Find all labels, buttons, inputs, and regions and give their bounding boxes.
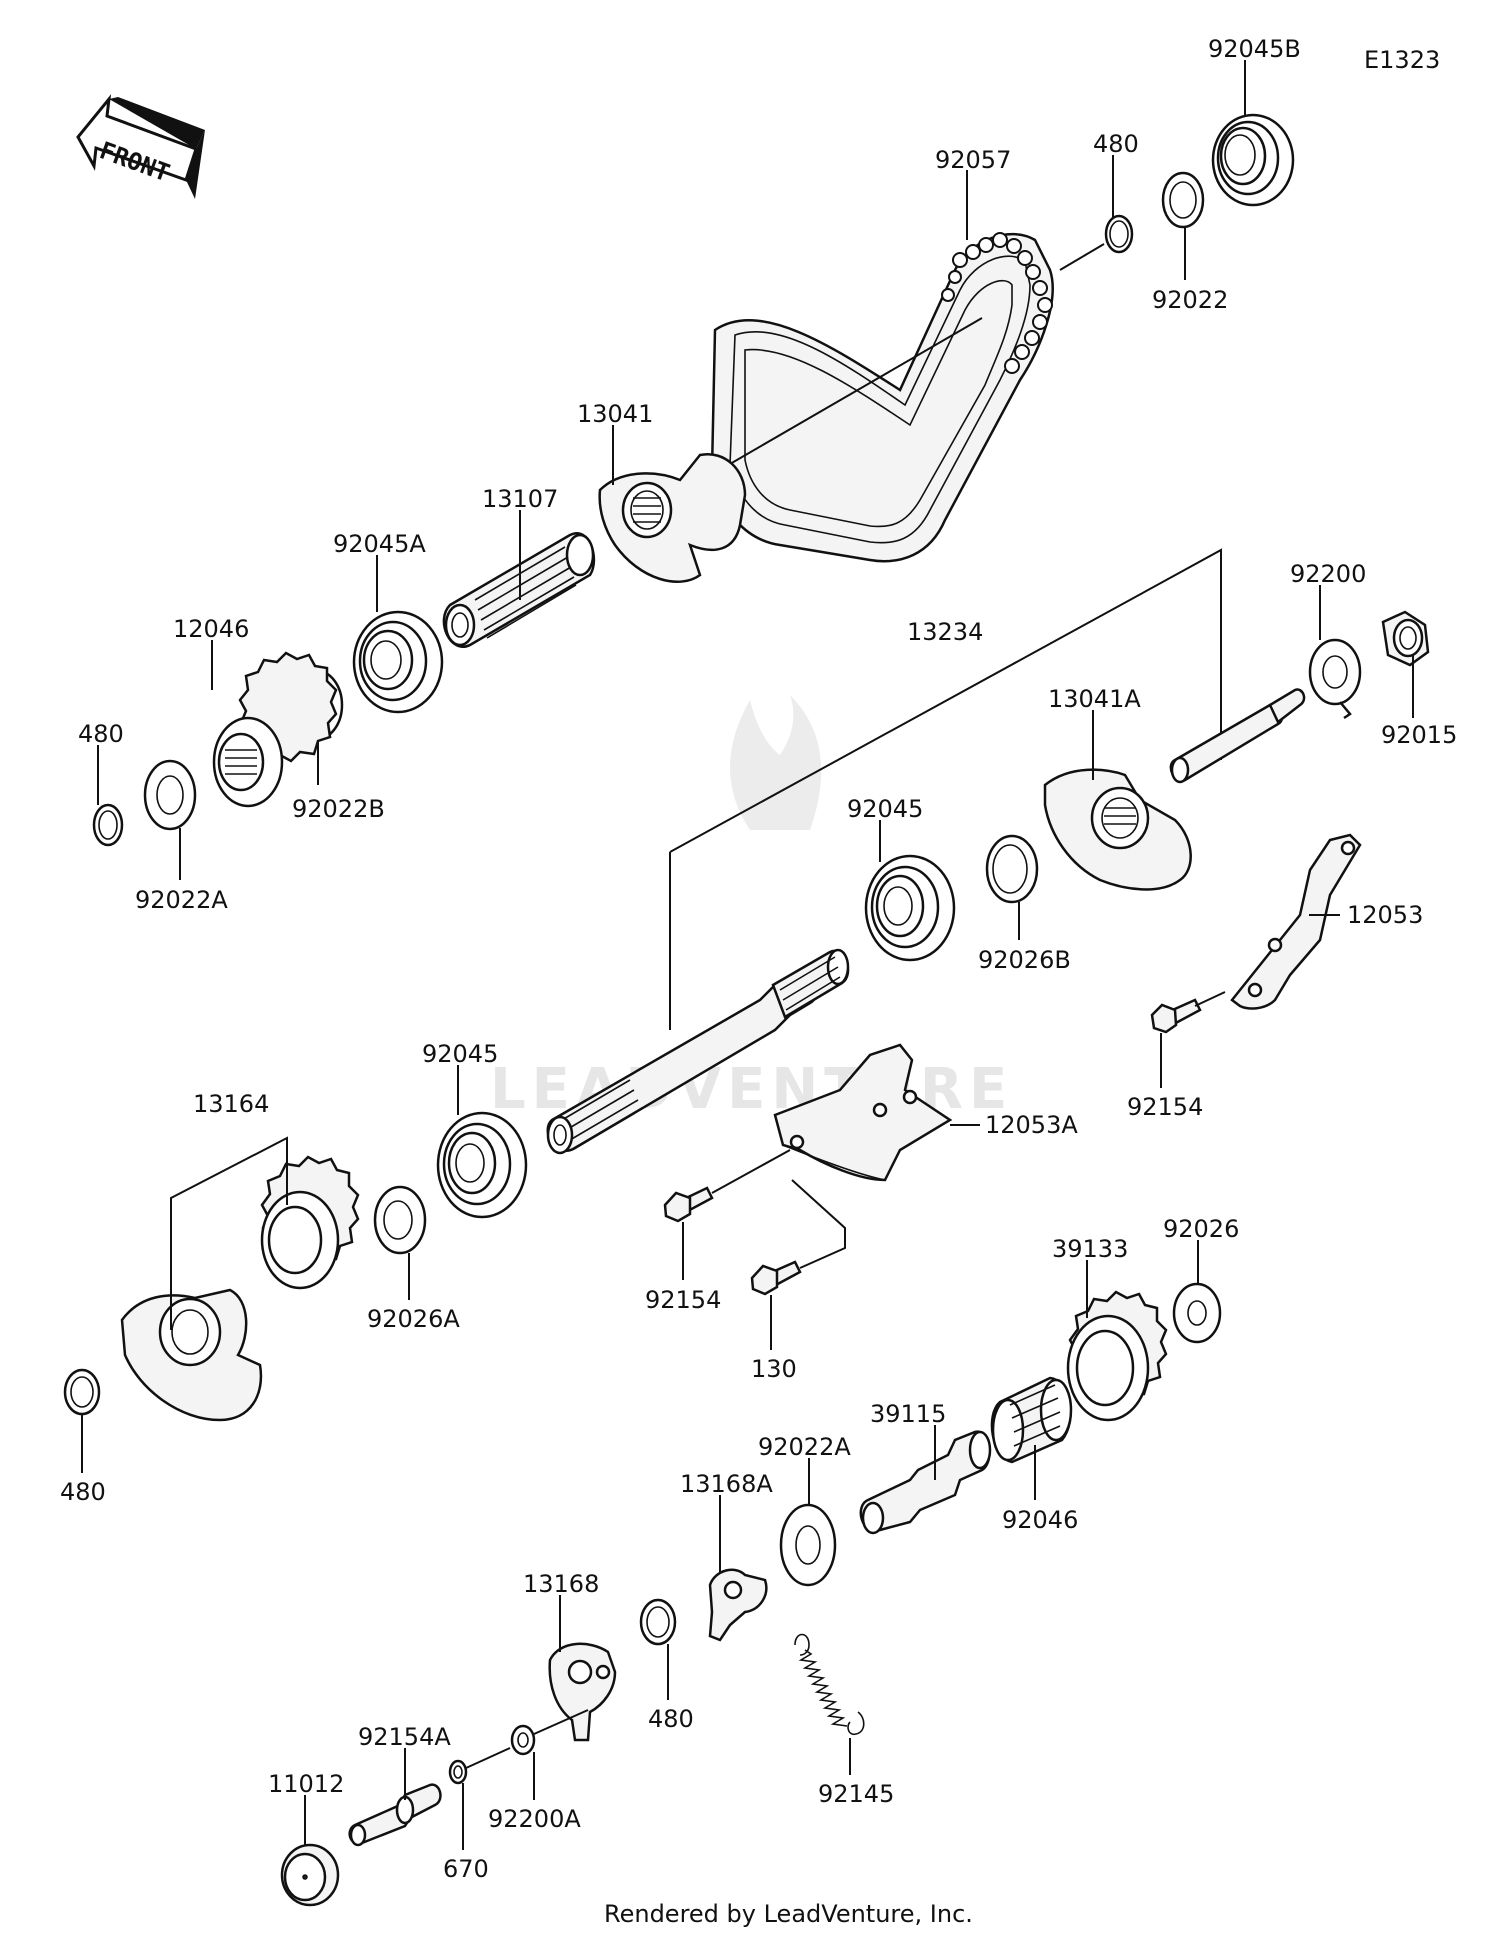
washer-92200A	[510, 1724, 536, 1756]
label-92046: 92046	[1002, 1506, 1078, 1534]
label-92026A: 92026A	[367, 1305, 460, 1333]
label-92015: 92015	[1381, 721, 1457, 749]
label-12053A: 12053A	[985, 1111, 1078, 1139]
label-13164: 13164	[193, 1090, 269, 1118]
pin-rod	[1169, 688, 1306, 784]
sprocket-13164	[260, 1155, 360, 1290]
label-92154-mid: 92154	[645, 1286, 721, 1314]
washer-92022	[1161, 171, 1205, 229]
label-92045A: 92045A	[333, 530, 426, 558]
label-92026B: 92026B	[978, 946, 1071, 974]
collar-92026B	[985, 834, 1039, 904]
label-11012: 11012	[268, 1770, 344, 1798]
bracket-12053	[1230, 833, 1362, 1010]
label-13234: 13234	[907, 618, 983, 646]
main-shaft-13234	[546, 948, 850, 1155]
label-39115: 39115	[870, 1400, 946, 1428]
bolt-92154-right	[1150, 991, 1226, 1034]
label-92057: 92057	[935, 146, 1011, 174]
bolt-92154-mid	[663, 1149, 791, 1223]
washer-92022A-left	[143, 759, 197, 831]
collar-92026A	[373, 1185, 427, 1255]
label-92200: 92200	[1290, 560, 1366, 588]
chain-92057	[710, 232, 1054, 563]
label-13041: 13041	[577, 400, 653, 428]
label-670: 670	[443, 1855, 489, 1883]
shaft-39115	[859, 1430, 992, 1535]
label-13168A: 13168A	[680, 1470, 773, 1498]
front-arrow-icon: FRONT	[76, 94, 205, 199]
label-92145: 92145	[818, 1780, 894, 1808]
cam-13041A	[1043, 768, 1192, 891]
bracket-12053A	[773, 1043, 953, 1182]
lock-washer-92200	[1308, 638, 1362, 720]
label-480-bottomleft: 480	[60, 1478, 106, 1506]
label-92026: 92026	[1163, 1215, 1239, 1243]
label-480-bottom: 480	[648, 1705, 694, 1733]
part-labels: 92045B 92057 480 92022 13041 13107 92045…	[60, 35, 1457, 1883]
label-92045B: 92045B	[1208, 35, 1301, 63]
circlip-480-top	[1104, 214, 1134, 254]
label-480-top: 480	[1093, 130, 1139, 158]
footer-credit: Rendered by LeadVenture, Inc.	[604, 1900, 973, 1928]
label-92022: 92022	[1152, 286, 1228, 314]
needle-bearing-92046	[990, 1376, 1073, 1464]
cam-13041	[598, 452, 747, 583]
sprocket-12046	[212, 651, 338, 808]
bearing-92045-lower	[436, 1111, 528, 1219]
bearing-92045-upper	[864, 854, 956, 962]
bearing-92045B	[1211, 113, 1295, 207]
spring-92145	[794, 1633, 865, 1736]
label-92022B: 92022B	[292, 795, 385, 823]
cap-11012	[280, 1843, 340, 1907]
washer-92026	[1172, 1282, 1222, 1344]
diagram-code: E1323	[1364, 46, 1440, 74]
washer-670	[448, 1759, 468, 1785]
sprocket-39133	[1066, 1290, 1168, 1422]
lever-13168	[548, 1642, 617, 1742]
circlip-480-left	[92, 803, 124, 847]
label-13041A: 13041A	[1048, 685, 1141, 713]
splined-shaft-13107	[442, 532, 596, 648]
washer-92022A-mid	[779, 1503, 837, 1587]
label-12046: 12046	[173, 615, 249, 643]
label-92154A: 92154A	[358, 1723, 451, 1751]
circlip-480-bottomleft	[63, 1368, 101, 1416]
label-39133: 39133	[1052, 1235, 1128, 1263]
label-130: 130	[751, 1355, 797, 1383]
circlip-480-bottom	[639, 1598, 677, 1646]
label-92022A-left: 92022A	[135, 886, 228, 914]
label-92045-lower: 92045	[422, 1040, 498, 1068]
label-13168: 13168	[523, 1570, 599, 1598]
label-480-left: 480	[78, 720, 124, 748]
label-12053: 12053	[1347, 901, 1423, 929]
leader-lines	[81, 60, 1414, 1850]
label-92200A: 92200A	[488, 1805, 581, 1833]
label-92154-right: 92154	[1127, 1093, 1203, 1121]
label-13107: 13107	[482, 485, 558, 513]
plate-13168A	[708, 1568, 768, 1642]
nut-92015	[1381, 610, 1430, 667]
label-92022A-mid: 92022A	[758, 1433, 851, 1461]
bearing-92045A	[352, 610, 444, 714]
bolt-92154A	[348, 1783, 442, 1847]
bolt-130	[750, 1179, 846, 1296]
cam-13164	[120, 1288, 263, 1422]
label-92045-upper: 92045	[847, 795, 923, 823]
